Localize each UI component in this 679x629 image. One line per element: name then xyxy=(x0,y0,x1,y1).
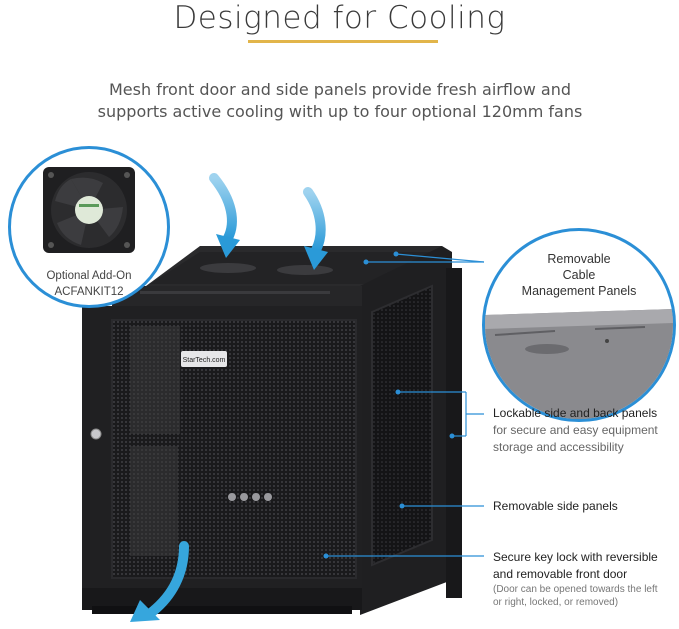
fan-addon-label-1: Optional Add-On xyxy=(46,270,132,282)
callout-lockable: Lockable side and back panels for secure… xyxy=(493,405,658,456)
brand-badge-text: StarTech.com xyxy=(183,357,226,364)
title-underline xyxy=(248,40,438,43)
callout-side-panels: Removable side panels xyxy=(493,498,618,515)
cable-panels-line-1: Removable xyxy=(547,252,611,266)
callout-key-lock-title-1: Secure key lock with reversible xyxy=(493,550,658,564)
airflow-arrow-right xyxy=(303,187,326,255)
callout-key-lock-note-1: (Door can be opened towards the left xyxy=(493,584,658,595)
subtitle: Mesh front door and side panels provide … xyxy=(60,79,620,123)
fan-addon-circle: Optional Add-On ACFANKIT12 xyxy=(8,146,170,308)
subtitle-line-1: Mesh front door and side panels provide … xyxy=(108,80,572,99)
callout-side-panels-title: Removable side panels xyxy=(493,499,618,513)
page-title: Designed for Cooling xyxy=(173,0,506,36)
callout-lockable-title: Lockable side and back panels xyxy=(493,406,658,420)
cabinet-base xyxy=(82,588,362,610)
airflow-arrow-out xyxy=(147,541,189,617)
callout-lockable-sub-1: for secure and easy equipment xyxy=(493,423,658,437)
callout-key-lock: Secure key lock with reversible and remo… xyxy=(493,549,658,609)
side-mesh-panel xyxy=(372,286,432,565)
callout-key-lock-title-2: and removable front door xyxy=(493,567,628,581)
brand-badge xyxy=(181,351,227,367)
front-door-lock xyxy=(90,428,102,440)
cable-panels-circle: Removable Cable Management Panels xyxy=(482,228,676,422)
fan-icon xyxy=(43,167,135,253)
cable-panels-label: Removable Cable Management Panels xyxy=(485,251,673,299)
callout-lockable-sub-2: storage and accessibility xyxy=(493,440,624,454)
fan-addon-label-2: ACFANKIT12 xyxy=(54,286,124,298)
cable-panel-detail xyxy=(485,309,673,419)
cable-panels-line-3: Management Panels xyxy=(521,284,637,298)
subtitle-line-2: supports active cooling with up to four … xyxy=(97,102,583,121)
callout-key-lock-note-2: or right, locked, or removed) xyxy=(493,597,619,608)
airflow-arrow-left xyxy=(209,173,237,243)
top-vent-right xyxy=(277,265,333,275)
top-vent-left xyxy=(200,263,256,273)
cable-panels-line-2: Cable xyxy=(562,268,596,282)
